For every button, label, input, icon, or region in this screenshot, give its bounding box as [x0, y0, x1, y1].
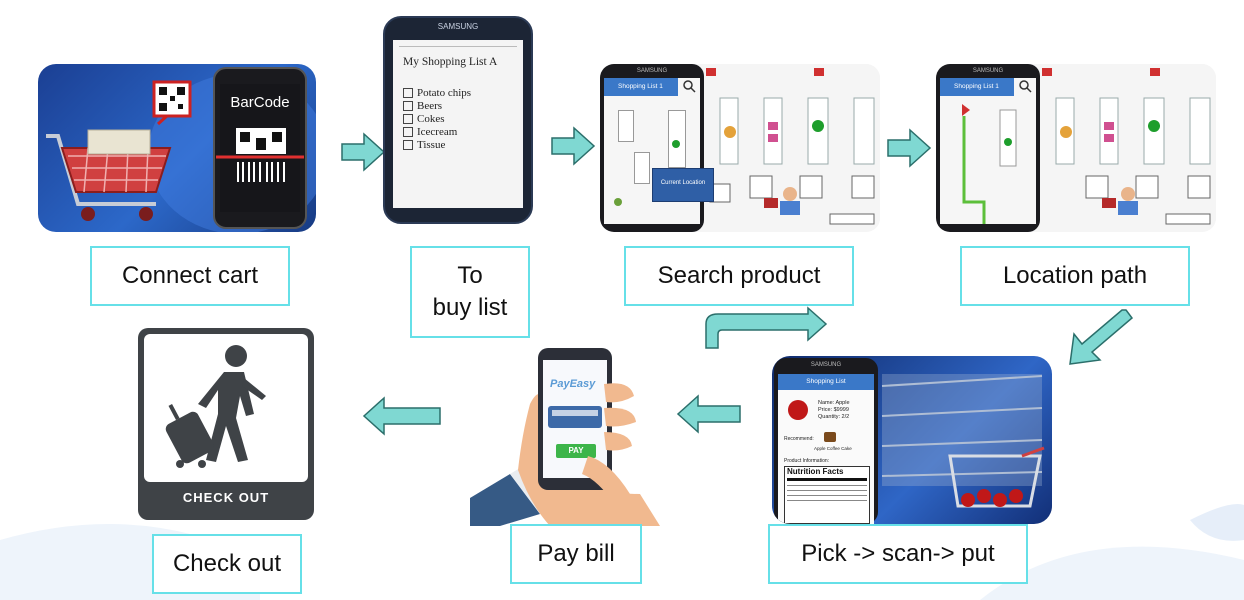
- arrow-down-left: [1069, 309, 1134, 365]
- shopping-cart-illustration: [46, 67, 316, 232]
- list-item[interactable]: Beers: [403, 99, 471, 112]
- cart-icon: [46, 129, 172, 221]
- arrow-left-2: [362, 396, 441, 436]
- search-icon[interactable]: [1018, 79, 1032, 93]
- connect-cart-panel: BarCode: [38, 64, 316, 232]
- checkbox-icon[interactable]: [403, 100, 413, 111]
- pick-scan-put-caption: Pick -> scan-> put: [768, 524, 1028, 584]
- traveler-icon: [165, 345, 266, 468]
- arrow-right-3: [887, 128, 932, 168]
- shopper-icon: [783, 187, 797, 201]
- arrow-right-1: [341, 132, 386, 172]
- barcode-label: BarCode: [230, 94, 290, 111]
- search-product-caption: Search product: [624, 246, 854, 306]
- location-path-panel: SAMSUNG Shopping List 1: [936, 64, 1216, 232]
- route-path-icon: [962, 104, 1017, 224]
- product-phone: SAMSUNG Shopping List Name: Apple Price:…: [774, 358, 878, 524]
- current-location-callout: Current Location: [652, 168, 714, 202]
- path-header: Shopping List 1: [940, 78, 1014, 96]
- list-item[interactable]: Icecream: [403, 125, 471, 138]
- pay-bill-caption: Pay bill: [510, 524, 642, 584]
- search-icon[interactable]: [682, 79, 696, 93]
- pay-button[interactable]: PAY: [568, 446, 584, 455]
- payeasy-logo: PayEasy: [550, 378, 596, 390]
- apple-icon: [812, 120, 824, 132]
- nutrition-facts: Nutrition Facts: [784, 466, 870, 524]
- food-icon: [724, 126, 736, 138]
- checkbox-icon[interactable]: [403, 139, 413, 150]
- pay-button-bg: [556, 444, 596, 458]
- cake-icon: [824, 432, 836, 442]
- search-phone: SAMSUNG Shopping List 1: [600, 64, 704, 232]
- list-item[interactable]: Cokes: [403, 112, 471, 125]
- arrow-left-1: [676, 394, 741, 434]
- checkbox-icon[interactable]: [403, 87, 413, 98]
- arrow-loop-back: [705, 306, 828, 349]
- check-out-sign-text: CHECK OUT: [182, 490, 270, 505]
- check-out-caption: Check out: [152, 534, 302, 594]
- list-item[interactable]: Tissue: [403, 138, 471, 151]
- connect-cart-caption: Connect cart: [90, 246, 290, 306]
- cart-icon: [948, 446, 1045, 508]
- path-phone: SAMSUNG Shopping List 1: [936, 64, 1040, 232]
- shelf-and-cart: [881, 374, 1045, 508]
- list-title: My Shopping List A: [403, 56, 498, 68]
- pick-scan-put-panel: SAMSUNG Shopping List Name: Apple Price:…: [772, 356, 1052, 524]
- to-buy-list-caption: To buy list: [410, 246, 530, 338]
- check-out-sign: CHECK OUT: [138, 328, 314, 520]
- location-path-caption: Location path: [960, 246, 1190, 306]
- list-item[interactable]: Potato chips: [403, 86, 471, 99]
- product-header: Shopping List: [778, 374, 874, 390]
- arrow-right-2: [551, 126, 596, 166]
- checkbox-icon[interactable]: [403, 126, 413, 137]
- pay-bill-illustration: PayEasy PAY: [470, 344, 680, 526]
- apple-icon: [788, 400, 808, 420]
- phone-brand: SAMSUNG: [437, 22, 479, 31]
- search-header: Shopping List 1: [604, 78, 678, 96]
- checkbox-icon[interactable]: [403, 113, 413, 124]
- shopping-list-screen: My Shopping List A Potato chips Beers Co…: [393, 40, 523, 208]
- search-product-panel: SAMSUNG Shopping List 1 Current Location: [600, 64, 880, 232]
- phone-barcode-icon: [213, 67, 307, 229]
- to-buy-list-phone: SAMSUNG My Shopping List A Potato chips …: [383, 16, 533, 224]
